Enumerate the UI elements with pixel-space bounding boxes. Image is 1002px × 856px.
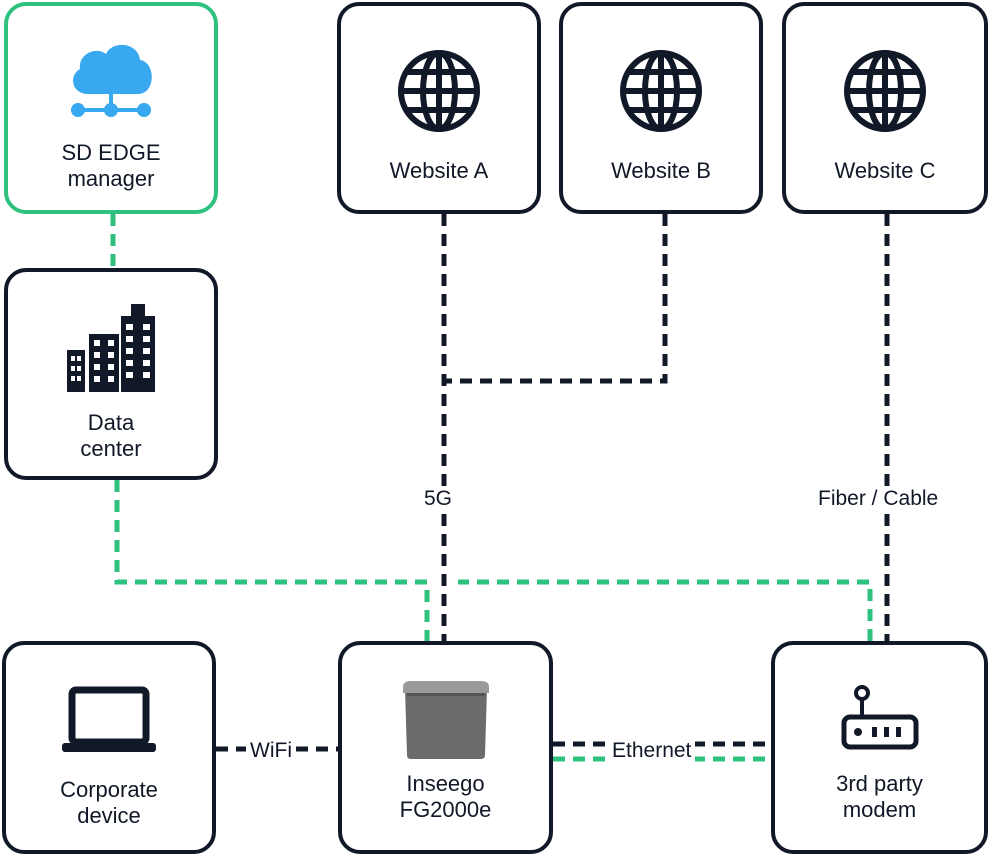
link-modem-inseego-green (458, 579, 873, 641)
globe-icon (844, 50, 926, 132)
node-inseego-fg2000e[interactable]: Inseego FG2000e (338, 641, 553, 854)
link-website-b-5g (444, 214, 668, 384)
cloud-network-icon (71, 44, 152, 117)
node-sd-edge-manager[interactable]: SD EDGE manager (4, 2, 218, 214)
node-3rd-party-modem[interactable]: 3rd party modem (771, 641, 988, 854)
node-label: Website A (389, 158, 489, 183)
node-label: Inseego FG2000e (399, 771, 492, 822)
node-data-center[interactable]: Data center (4, 268, 218, 480)
router-box-icon (402, 681, 489, 759)
buildings-icon (67, 304, 155, 392)
label-wifi: WiFi (246, 738, 296, 764)
node-website-b[interactable]: Website B (559, 2, 763, 214)
node-website-a[interactable]: Website A (337, 2, 541, 214)
label-ethernet: Ethernet (608, 738, 696, 764)
node-label: SD EDGE manager (61, 140, 161, 191)
globe-icon (398, 50, 480, 132)
node-label: 3rd party modem (836, 771, 923, 822)
node-label: Data center (80, 410, 142, 461)
label-5g: 5G (420, 486, 457, 512)
node-label: Corporate device (60, 777, 158, 828)
modem-icon (841, 685, 918, 750)
label-fiber-cable: Fiber / Cable (814, 486, 943, 512)
node-label: Website B (611, 158, 711, 183)
node-website-c[interactable]: Website C (782, 2, 988, 214)
globe-icon (620, 50, 702, 132)
link-datacenter-inseego (114, 480, 430, 641)
node-label: Website C (834, 158, 936, 183)
node-corporate-device[interactable]: Corporate device (2, 641, 216, 854)
laptop-icon (62, 686, 156, 752)
